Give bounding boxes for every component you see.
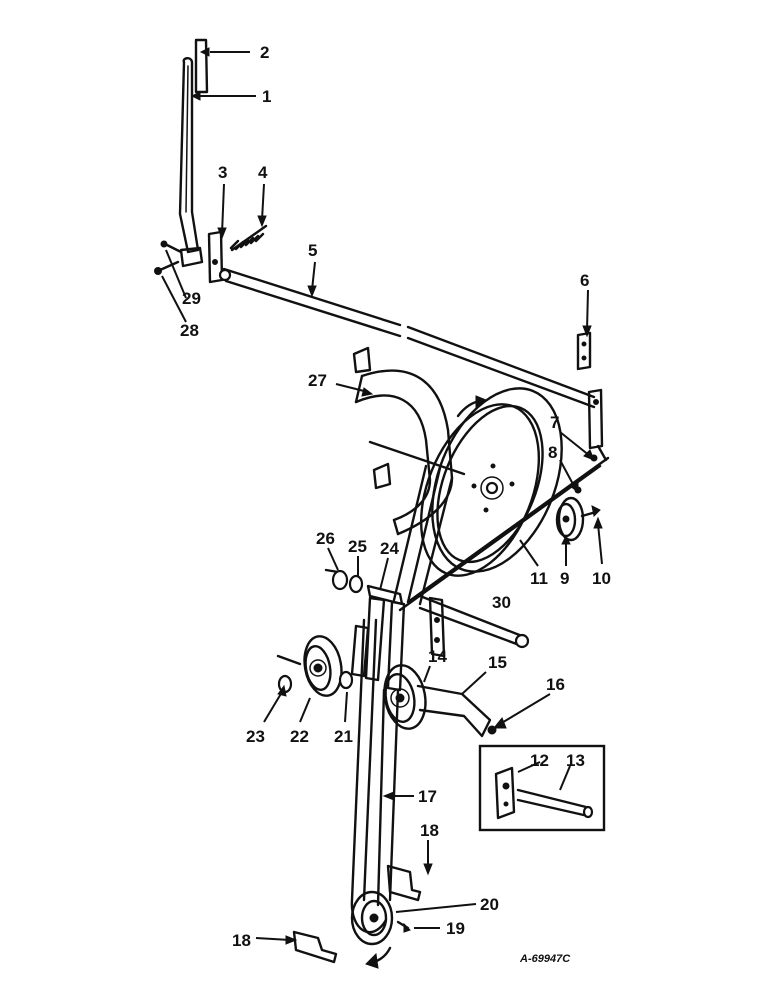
callout-labels: 1 2 3 4 5 6 7 8 9 10 11 12 13 14 15 16 1…: [180, 43, 611, 965]
callout-9: 9: [560, 569, 569, 588]
callout-25: 25: [348, 537, 367, 556]
callout-1: 1: [262, 87, 271, 106]
callout-28: 28: [180, 321, 199, 340]
callout-7: 7: [550, 413, 559, 432]
left-idler-pulley: [276, 635, 354, 697]
leader-lines: [161, 47, 603, 945]
callout-26: 26: [316, 529, 335, 548]
callout-27: 27: [308, 371, 327, 390]
callout-4: 4: [258, 163, 268, 182]
callout-15: 15: [488, 653, 507, 672]
callout-17: 17: [418, 787, 437, 806]
callout-18-lower: 18: [232, 931, 251, 950]
hub-parts: [324, 568, 404, 606]
callout-21: 21: [334, 727, 353, 746]
callout-14: 14: [428, 647, 447, 666]
bottom-pulley: [292, 864, 422, 969]
callout-30: 30: [492, 593, 511, 612]
idler-shaft: [418, 594, 530, 658]
callout-13: 13: [566, 751, 585, 770]
callout-23: 23: [246, 727, 265, 746]
detail-inset: [478, 744, 606, 832]
callout-29: 29: [182, 289, 201, 308]
callout-11: 11: [530, 569, 548, 588]
callout-18-upper: 18: [420, 821, 439, 840]
callout-24: 24: [380, 539, 399, 558]
belt-run: [392, 456, 610, 612]
callout-2: 2: [260, 43, 269, 62]
callout-20: 20: [480, 895, 499, 914]
drawing-number: A-69947C: [519, 953, 571, 965]
callout-22: 22: [290, 727, 309, 746]
idler-arm: [350, 596, 406, 692]
callout-16: 16: [546, 675, 565, 694]
lever-assembly: [154, 38, 268, 284]
callout-19: 19: [446, 919, 465, 938]
callout-3: 3: [218, 163, 227, 182]
long-belt: [350, 618, 400, 934]
callout-5: 5: [308, 241, 317, 260]
callout-6: 6: [580, 271, 589, 290]
callout-10: 10: [592, 569, 611, 588]
callout-8: 8: [548, 443, 557, 462]
callout-12: 12: [530, 751, 549, 770]
cross-shaft: [218, 267, 608, 462]
